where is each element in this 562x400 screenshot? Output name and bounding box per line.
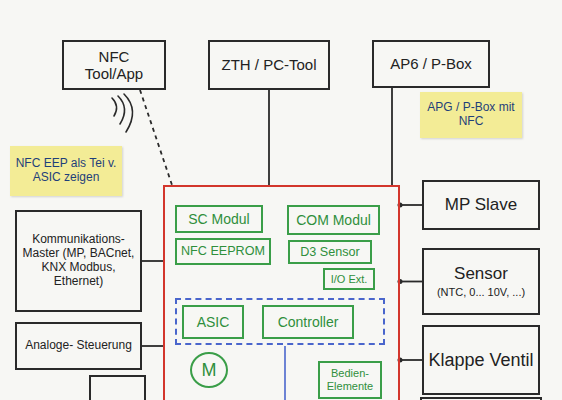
connector — [268, 90, 270, 185]
tool-box: AP6 / P-Box — [372, 40, 490, 88]
node-text: NFC EEPROM — [181, 244, 265, 258]
cut-box — [90, 376, 145, 400]
group-box: ASIC Controller — [175, 298, 385, 345]
node-text: NFC EEP als Tei v. ASIC zeigen — [14, 157, 118, 185]
module-box: ASIC — [182, 305, 244, 339]
system-box: Klappe Ventil — [422, 325, 540, 395]
module-box: SC Modul — [175, 205, 263, 233]
motor-circle: M — [190, 352, 228, 388]
system-box: Kommunikations- Master (MP, BACnet, KNX … — [15, 210, 142, 312]
connector — [400, 204, 422, 206]
connector — [400, 359, 422, 361]
node-text: Klappe Ventil — [428, 350, 533, 371]
node-text: (NTC, 0... 10V, ...) — [437, 286, 525, 299]
node-text: APG / P-Box mit NFC — [424, 101, 518, 129]
tool-box: NFC Tool/App — [62, 40, 166, 90]
blue-line — [284, 346, 286, 400]
wave-arc — [124, 94, 133, 132]
cut-box — [421, 398, 541, 400]
module-box: COM Modul — [287, 205, 380, 235]
node-text: Bedien- Elemente — [324, 367, 376, 392]
connector — [142, 260, 163, 262]
node-text: NFC Tool/App — [68, 48, 160, 83]
node-text: AP6 / P-Box — [390, 55, 472, 72]
node-text: SC Modul — [188, 211, 249, 227]
node-text: D3 Sensor — [300, 245, 360, 259]
node-text: Kommunikations- Master (MP, BACnet, KNX … — [21, 233, 136, 288]
node-text: ZTH / PC-Tool — [221, 56, 316, 73]
node-text: I/O Ext. — [331, 273, 368, 286]
sticky-note: APG / P-Box mit NFC — [420, 92, 522, 138]
tool-box: ZTH / PC-Tool — [208, 40, 330, 90]
wireless-symbol — [112, 94, 133, 132]
module-box: Bedien- Elemente — [318, 361, 382, 399]
node-text: MP Slave — [445, 195, 517, 215]
connector — [142, 345, 163, 347]
node-text: Analoge- Steuerung — [25, 339, 132, 353]
connector — [400, 281, 422, 283]
module-box: D3 Sensor — [288, 240, 372, 264]
sticky-note: NFC EEP als Tei v. ASIC zeigen — [10, 146, 122, 196]
node-text: Controller — [278, 314, 339, 330]
connector — [140, 90, 172, 185]
module-box: NFC EEPROM — [175, 238, 271, 265]
module-box: I/O Ext. — [323, 268, 375, 290]
system-box: Analoge- Steuerung — [15, 322, 142, 370]
module-box: Controller — [262, 305, 354, 339]
wave-arc — [112, 98, 117, 116]
node-text: COM Modul — [296, 212, 371, 228]
system-box: MP Slave — [422, 180, 540, 230]
wave-arc — [118, 96, 125, 124]
connector — [391, 88, 393, 185]
node-text: Sensor — [454, 264, 508, 284]
node-text: ASIC — [197, 314, 230, 330]
system-box: Sensor (NTC, 0... 10V, ...) — [422, 248, 540, 315]
device-box: SC Modul COM ModulNFC EEPROM D3 SensorI/O … — [163, 185, 400, 400]
node-text: M — [202, 360, 217, 381]
